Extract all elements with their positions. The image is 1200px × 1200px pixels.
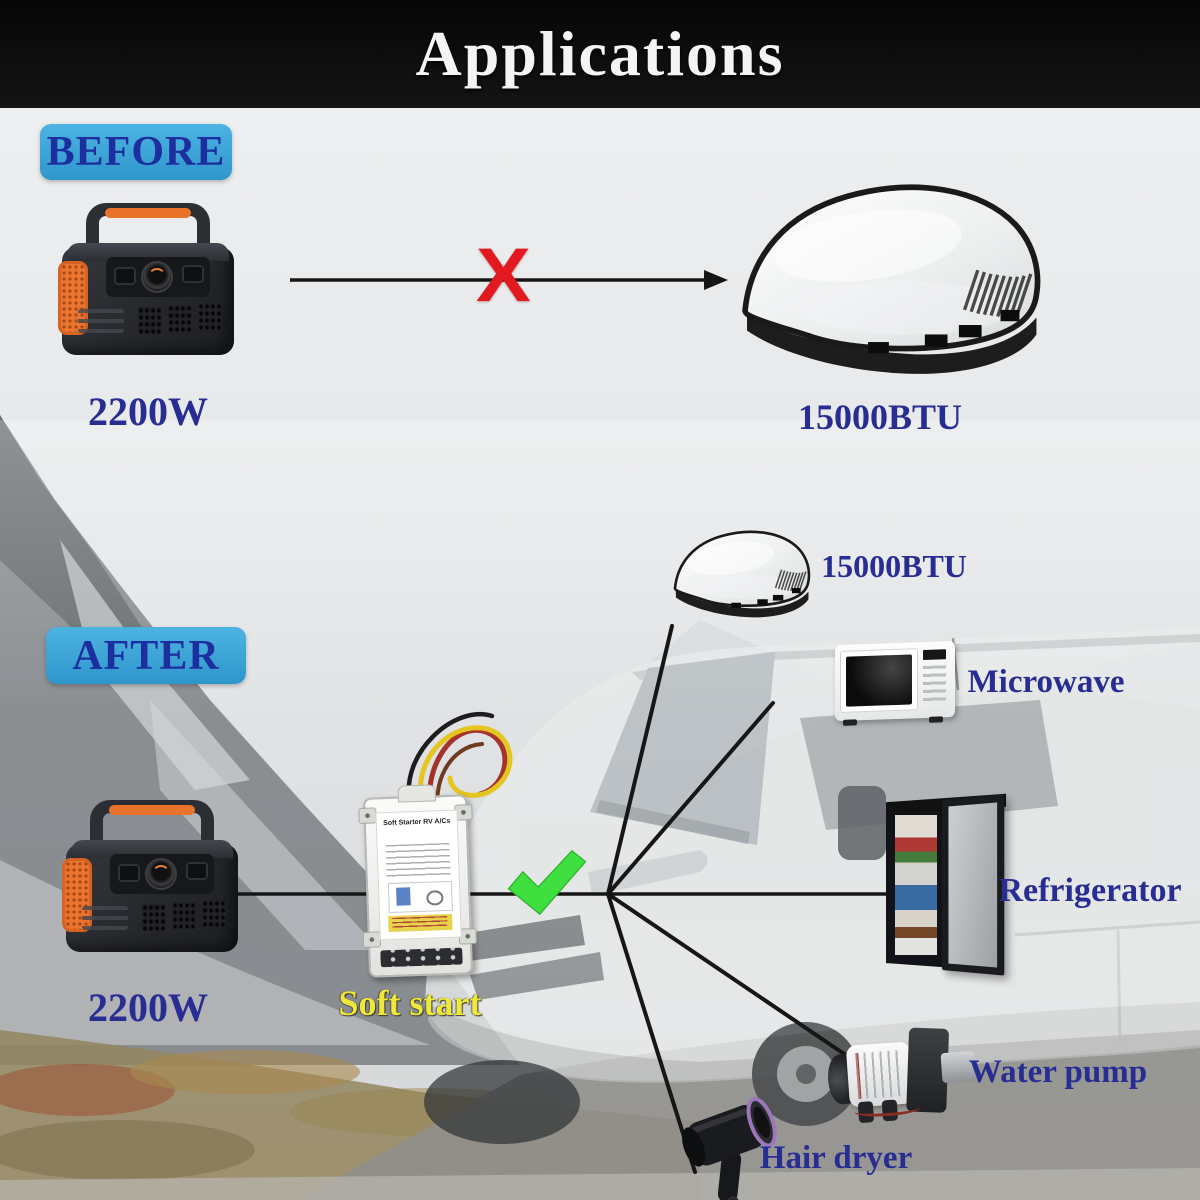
microwave-label: Microwave [967, 664, 1125, 700]
soft-start-label: Soft start [338, 983, 482, 1023]
power-station-image-before [58, 203, 234, 355]
hair-dryer-label: Hair dryer [759, 1140, 913, 1176]
wiring-diagram-icon [387, 880, 453, 914]
soft-starter-label-face: Soft Starter RV A/Cs [375, 809, 462, 941]
mounting-tab-icon [358, 807, 377, 825]
usb-ports-icon [82, 906, 128, 930]
cable-gland-icon [397, 784, 437, 803]
refrigerator-label: Refrigerator [998, 872, 1182, 909]
microwave-display [923, 649, 946, 661]
vent-grid-icon [172, 902, 196, 929]
mounting-tab-icon [362, 931, 382, 948]
before-ac-btu-label: 15000BTU [797, 397, 963, 437]
ac-outlet-icon [182, 265, 204, 283]
van-silhouette [424, 628, 1200, 1144]
before-badge-label: BEFORE [46, 129, 226, 175]
vent-grid-icon [198, 303, 222, 330]
vent-grid-icon [168, 305, 192, 332]
vent-grid-icon [202, 900, 226, 927]
terminal-strip-icon [380, 947, 463, 968]
rv-ac-image-large [726, 168, 1048, 395]
warning-strip-icon [388, 913, 453, 933]
power-station-image-after [62, 800, 238, 952]
pump-label-body [845, 1041, 914, 1108]
after-ac-btu-label: 15000BTU [821, 548, 967, 584]
title-bar: Applications [0, 0, 1200, 108]
vent-grid-icon [138, 307, 162, 334]
label-text-lines [385, 842, 451, 878]
after-badge-label: AFTER [72, 632, 220, 679]
refrigerator-image [886, 793, 1006, 976]
page-title: Applications [415, 18, 785, 89]
after-connection-rays [232, 624, 888, 1174]
after-badge: AFTER [46, 627, 246, 684]
ac-outlet-icon [186, 862, 208, 880]
power-dial-icon [143, 263, 171, 291]
handle-orange-grip [109, 805, 195, 815]
vent-grid-icon [142, 904, 166, 931]
hair-dryer-image [682, 1096, 777, 1200]
power-dial-icon [147, 860, 175, 888]
power-station-side-vent [62, 858, 92, 932]
arrowhead-icon [704, 270, 728, 290]
handle-orange-grip [105, 208, 191, 218]
cross-x-icon: X [475, 233, 531, 318]
check-icon [507, 849, 587, 915]
before-badge: BEFORE [40, 124, 232, 180]
after-power-wattage-label: 2200W [88, 985, 208, 1030]
before-power-wattage-label: 2200W [88, 389, 208, 434]
fridge-interior-shelves [895, 815, 937, 955]
soft-starter-image: Soft Starter RV A/Cs [358, 784, 478, 978]
soft-starter-device-title: Soft Starter RV A/Cs [383, 817, 451, 828]
water-pump-label: Water pump [968, 1054, 1148, 1090]
usb-ports-icon [78, 309, 124, 333]
ac-outlet-icon [114, 267, 136, 285]
ac-outlet-icon [118, 864, 140, 882]
